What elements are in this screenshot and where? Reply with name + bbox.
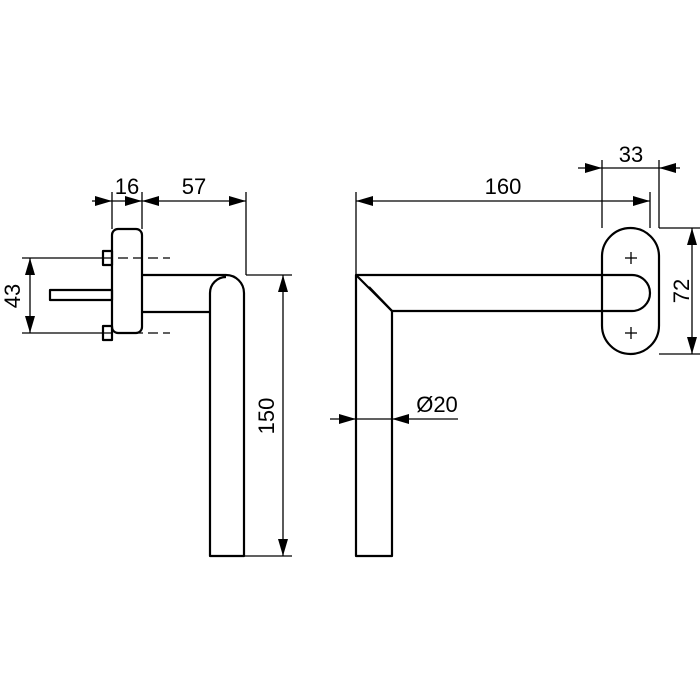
arrow [687, 228, 697, 245]
screw-cross-bottom [625, 327, 637, 339]
mitre-line-inner [368, 286, 393, 312]
lever-front [354, 273, 652, 558]
dim-label-43: 43 [0, 284, 25, 308]
handle-side [142, 273, 246, 558]
side-view: 16 57 43 150 [0, 174, 292, 558]
arrow [659, 163, 676, 173]
arrow [125, 196, 142, 206]
arrow [142, 196, 159, 206]
arrow [278, 275, 288, 292]
screw-cross-top [625, 252, 637, 264]
dim-label-33: 33 [619, 142, 643, 167]
arrow [229, 196, 246, 206]
arrow [585, 163, 602, 173]
arrow [339, 414, 356, 424]
dim-label-diameter: Ø20 [416, 392, 458, 417]
arrow [633, 196, 650, 206]
arrow [356, 196, 373, 206]
rose-plate-side [110, 227, 144, 335]
arrow [278, 539, 288, 556]
arrow [95, 196, 112, 206]
rose-plate-front [600, 226, 661, 356]
arrow [392, 414, 409, 424]
arrow [25, 258, 35, 275]
spindle [48, 288, 114, 302]
dim-label-160: 160 [485, 174, 522, 199]
dim-label-72: 72 [669, 279, 694, 303]
dim-label-16: 16 [115, 174, 139, 199]
front-view: 160 33 72 Ø20 [330, 142, 700, 558]
dim-label-150: 150 [254, 398, 279, 435]
dim-label-57: 57 [182, 174, 206, 199]
arrow [687, 337, 697, 354]
arrow [25, 316, 35, 333]
